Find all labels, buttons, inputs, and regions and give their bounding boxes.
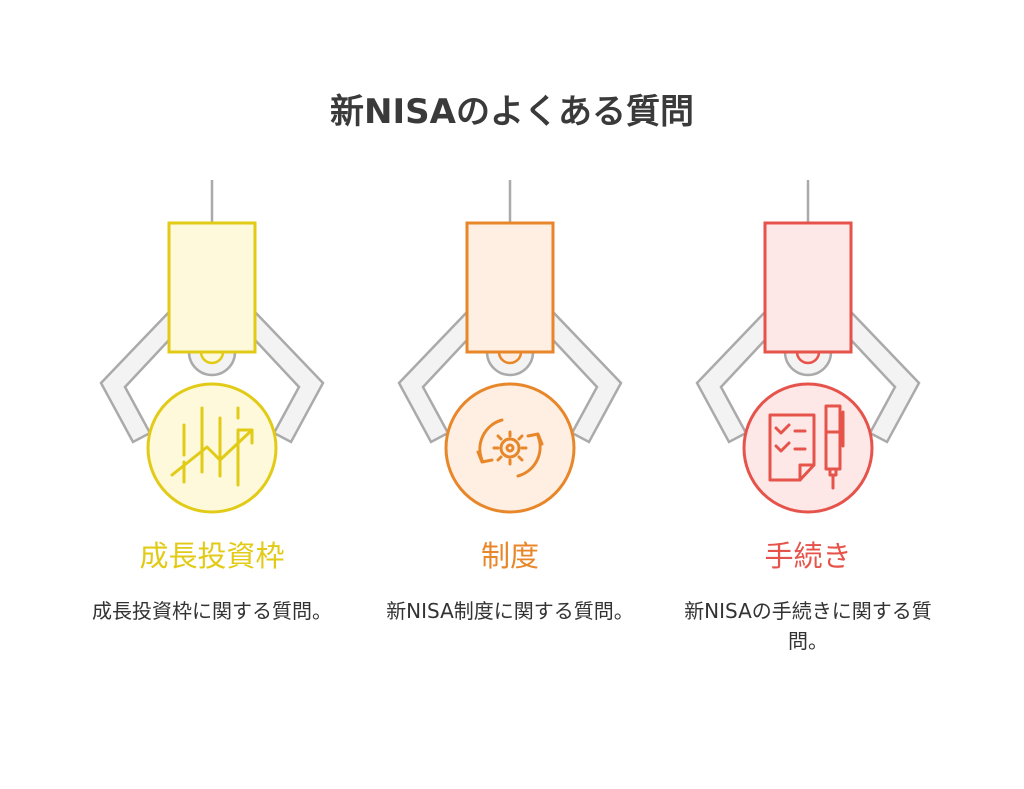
- checklist-pen-icon: [768, 404, 845, 490]
- pivot: [497, 351, 523, 365]
- category-label-growth: 成長投資枠: [139, 539, 285, 573]
- icon-circle: [444, 382, 576, 514]
- claw-2: [397, 178, 623, 514]
- category-label-system: 制度: [480, 539, 539, 573]
- growth-chart-icon: [170, 406, 254, 487]
- pivot: [199, 351, 225, 365]
- claw-1: [99, 178, 325, 514]
- category-label-procedure: 手続き: [764, 539, 852, 573]
- icon-circle: [146, 382, 278, 514]
- icon-circle: [742, 382, 874, 514]
- gear-cycle-icon: [476, 418, 544, 478]
- page-title: 新NISAのよくある質問: [330, 92, 694, 132]
- claw-body-box: [763, 221, 853, 354]
- category-description-system: 新NISA制度に関する質問。: [386, 599, 634, 623]
- claw-body-box: [465, 221, 555, 354]
- category-description-procedure: 新NISAの手続きに関する質問。: [684, 599, 932, 653]
- claw-body-box: [167, 221, 257, 354]
- pivot: [795, 351, 821, 365]
- category-description-growth: 成長投資枠に関する質問。: [92, 599, 332, 623]
- claw-3: [695, 178, 921, 514]
